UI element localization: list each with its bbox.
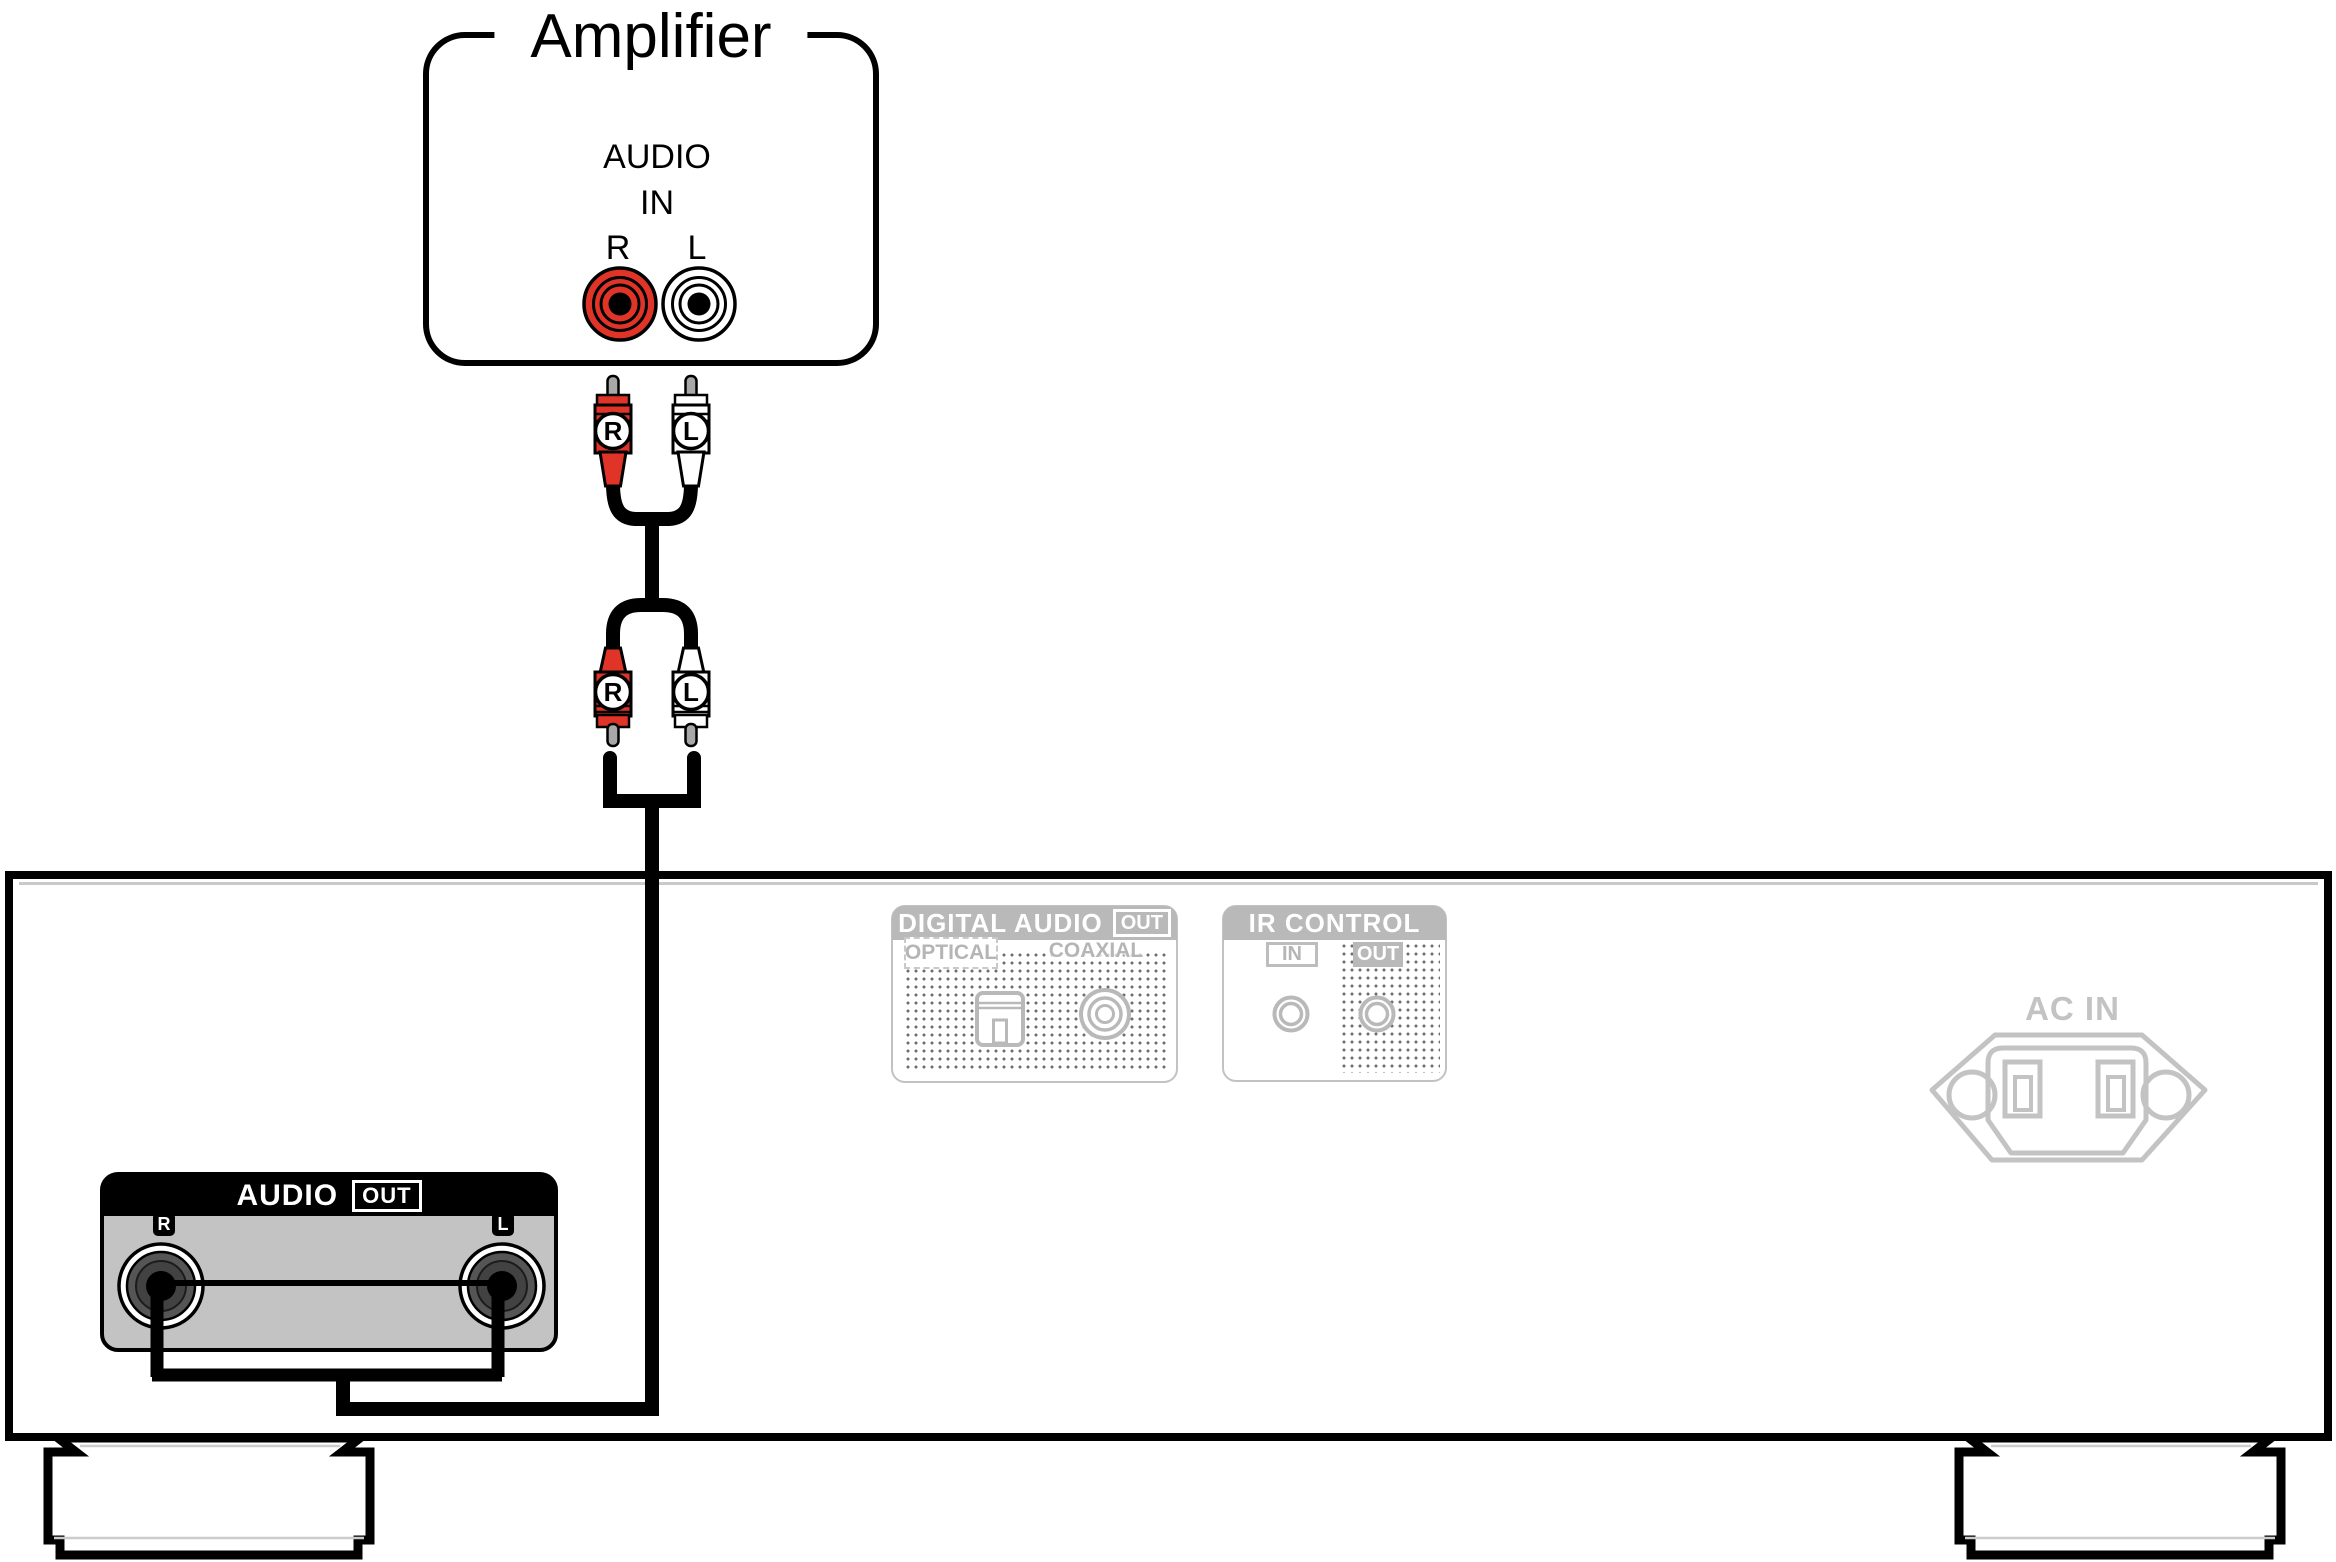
- audio-out-right-label: R: [153, 1212, 175, 1236]
- amplifier-right-label: R: [605, 229, 631, 267]
- ac-inlet-icon: [1929, 1032, 2208, 1163]
- amplifier-box: Amplifier AUDIO IN R L: [423, 1, 879, 366]
- left-foot: [43, 1433, 375, 1560]
- chassis-top-hairline: [19, 882, 2318, 885]
- plug-letter: L: [683, 416, 699, 446]
- ir-control-section: IR CONTROL IN OUT: [1222, 905, 1447, 1082]
- audio-out-left-jack-icon: [458, 1242, 546, 1330]
- digital-audio-out-badge: OUT: [1112, 909, 1171, 937]
- coaxial-connector-icon: [1079, 988, 1131, 1040]
- rca-plug-lower-right: R: [593, 646, 633, 748]
- audio-out-section: AUDIO OUT R L: [100, 1172, 558, 1352]
- plug-letter: R: [604, 416, 623, 446]
- right-foot: [1954, 1433, 2286, 1560]
- amplifier-audio-in-right-jack-icon: [582, 266, 658, 342]
- optical-label: OPTICAL: [904, 937, 998, 969]
- plug-letter: R: [604, 677, 623, 707]
- rca-plug-upper-right: R: [593, 374, 633, 488]
- digital-audio-header: DIGITAL AUDIO OUT: [892, 906, 1177, 940]
- audio-out-title: AUDIO: [236, 1178, 339, 1212]
- rca-plug-upper-left: L: [671, 374, 711, 488]
- amplifier-audio-in-left-jack-icon: [661, 266, 737, 342]
- digital-audio-section: DIGITAL AUDIO OUT OPTICAL COAXIAL: [891, 905, 1178, 1083]
- ac-in-label: AC IN: [2025, 990, 2120, 1027]
- audio-out-header: AUDIO OUT: [103, 1175, 555, 1216]
- rca-plug-lower-left: L: [671, 646, 711, 748]
- ir-in-jack-icon: [1272, 995, 1310, 1033]
- ir-control-header: IR CONTROL: [1223, 906, 1446, 940]
- amplifier-audio-label: AUDIO: [603, 138, 711, 176]
- ir-in-label: IN: [1266, 942, 1318, 967]
- audio-out-right-jack-icon: [117, 1242, 205, 1330]
- audio-out-left-label: L: [492, 1212, 514, 1236]
- amplifier-left-label: L: [687, 229, 707, 267]
- ir-control-title: IR CONTROL: [1248, 907, 1421, 938]
- amplifier-title: Amplifier: [494, 1, 808, 73]
- ir-out-jack-icon: [1358, 995, 1396, 1033]
- audio-out-badge: OUT: [352, 1179, 422, 1212]
- plug-letter: L: [683, 677, 699, 707]
- digital-audio-title: DIGITAL AUDIO: [898, 907, 1103, 938]
- optical-connector-icon: [975, 991, 1025, 1047]
- amplifier-in-label: IN: [640, 184, 674, 222]
- ir-out-label: OUT: [1353, 942, 1403, 967]
- coaxial-label: COAXIAL: [1048, 939, 1144, 962]
